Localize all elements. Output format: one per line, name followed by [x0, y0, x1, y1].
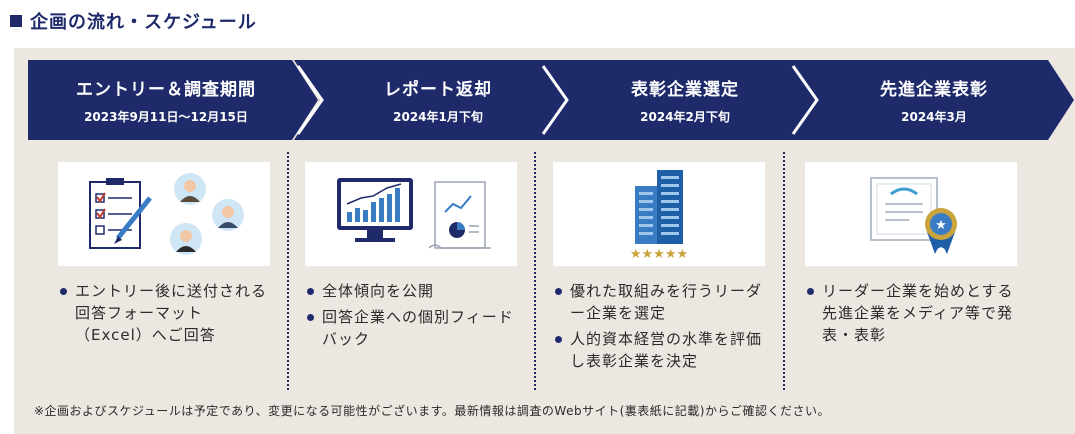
- list-item: 全体傾向を公開: [305, 280, 517, 302]
- step-4-date: 2024年3月: [901, 110, 967, 124]
- certificate-illustration: ★: [870, 177, 957, 254]
- title-square-icon: [10, 15, 22, 27]
- step-2-header: レポート返却 2024年1月下旬: [318, 60, 558, 140]
- step-1-column: エントリー後に送付される回答フォーマット（Excel）へご回答: [58, 162, 270, 350]
- step-3-column: ★★★★★ 優れた取組みを行うリーダー企業を選定 人的資本経営の水準を評価し表彰…: [553, 162, 765, 376]
- column-divider-1: [287, 152, 289, 390]
- step-2-column: 全体傾向を公開 回答企業への個別フィードバック: [305, 162, 517, 354]
- report-chart-icon: [305, 162, 517, 266]
- step-4-header: 先進企業表彰 2024年3月: [815, 60, 1053, 140]
- timeline-arrows: エントリー＆調査期間 2023年9月11日〜12月15日 レポート返却 2024…: [28, 60, 1074, 140]
- step-separator-3: [791, 65, 819, 135]
- step-arrow-4: [789, 60, 1074, 140]
- schedule-panel: エントリー＆調査期間 2023年9月11日〜12月15日 レポート返却 2024…: [14, 48, 1075, 434]
- column-divider-3: [783, 152, 785, 390]
- step-arrow-1: [28, 60, 318, 140]
- step-4-column: ★ リーダー企業を始めとする先進企業をメディア等で発表・表彰: [805, 162, 1017, 350]
- step-2-bullets: 全体傾向を公開 回答企業への個別フィードバック: [305, 280, 517, 350]
- step-arrow-3: [539, 60, 829, 140]
- step-3-bullets: 優れた取組みを行うリーダー企業を選定 人的資本経営の水準を評価し表彰企業を決定: [553, 280, 765, 372]
- column-divider-2: [534, 152, 536, 390]
- step-3-title: 表彰企業選定: [631, 80, 739, 100]
- step-3-date: 2024年2月下旬: [640, 110, 730, 124]
- step-4-bullets: リーダー企業を始めとする先進企業をメディア等で発表・表彰: [805, 280, 1017, 346]
- svg-text:★★★★★: ★★★★★: [630, 247, 688, 262]
- step-separator-2: [541, 65, 569, 135]
- building-stars-icon: ★★★★★: [553, 162, 765, 266]
- list-item: 回答企業への個別フィードバック: [305, 306, 517, 350]
- step-2-date: 2024年1月下旬: [393, 110, 483, 124]
- step-1-date: 2023年9月11日〜12月15日: [84, 110, 248, 124]
- step-1-header: エントリー＆調査期間 2023年9月11日〜12月15日: [28, 60, 304, 140]
- report-illustration: [337, 178, 491, 249]
- checklist-with-people-icon: [58, 162, 270, 266]
- section-title: 企画の流れ・スケジュール: [10, 8, 257, 34]
- certificate-medal-icon: ★: [805, 162, 1017, 266]
- checklist-illustration: [89, 173, 244, 255]
- section-title-text: 企画の流れ・スケジュール: [30, 12, 257, 33]
- step-3-header: 表彰企業選定 2024年2月下旬: [565, 60, 805, 140]
- step-arrow-2: [294, 60, 584, 140]
- step-separator-1: [296, 65, 324, 135]
- list-item: エントリー後に送付される回答フォーマット（Excel）へご回答: [58, 280, 270, 346]
- step-1-bullets: エントリー後に送付される回答フォーマット（Excel）へご回答: [58, 280, 270, 346]
- step-2-title: レポート返却: [384, 80, 492, 100]
- arrow-chevrons: [28, 60, 1074, 140]
- list-item: 人的資本経営の水準を評価し表彰企業を決定: [553, 328, 765, 372]
- list-item: 優れた取組みを行うリーダー企業を選定: [553, 280, 765, 324]
- list-item: リーダー企業を始めとする先進企業をメディア等で発表・表彰: [805, 280, 1017, 346]
- building-illustration: ★★★★★: [630, 170, 688, 262]
- svg-text:★: ★: [935, 218, 947, 233]
- footnote: ※企画およびスケジュールは予定であり、変更になる可能性がございます。最新情報は調…: [34, 404, 830, 418]
- step-1-title: エントリー＆調査期間: [76, 80, 256, 100]
- step-4-title: 先進企業表彰: [880, 80, 988, 100]
